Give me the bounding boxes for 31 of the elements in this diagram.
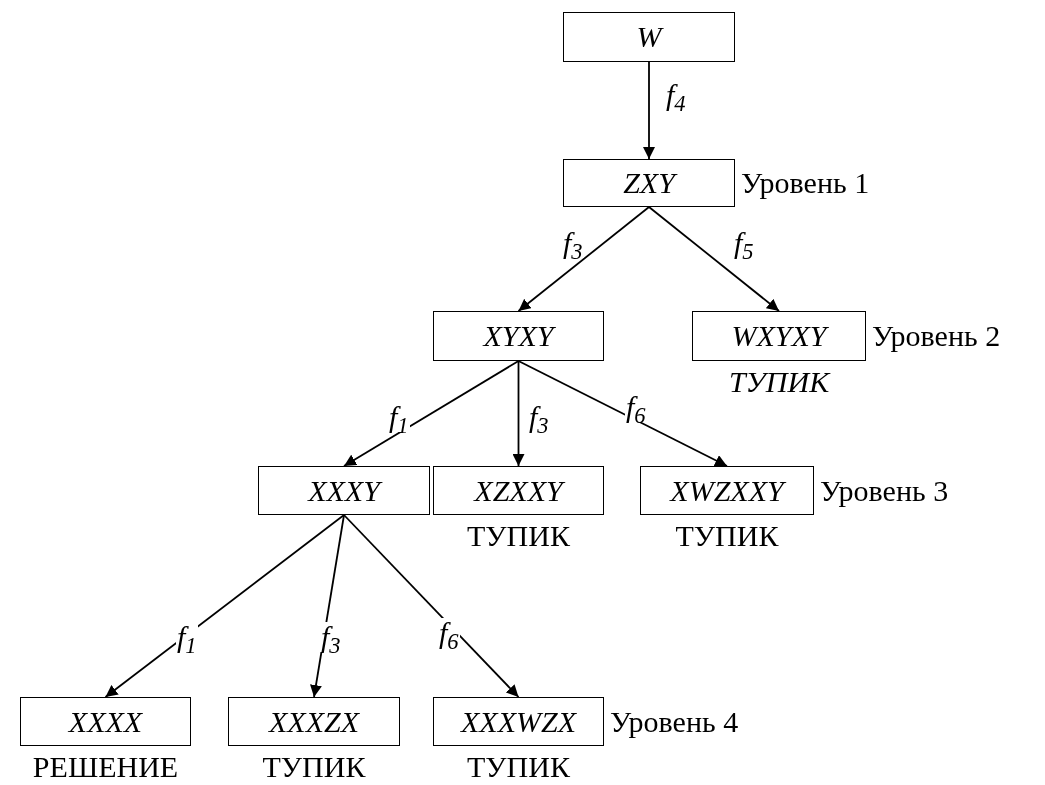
state-box: XWZXXY [640, 466, 814, 515]
state-box: XZXXY [433, 466, 604, 515]
state-box: XYXY [433, 311, 604, 361]
arrow [343, 360, 520, 467]
node-caption: ТУПИК [728, 365, 830, 399]
state-box: WXYXY [692, 311, 866, 361]
arrow [104, 514, 345, 698]
arrow [517, 206, 650, 312]
edge-label: f$_{6}$ [438, 618, 460, 648]
arrow [643, 61, 655, 160]
node-caption: Уровень 3 [820, 473, 949, 508]
arrow [343, 514, 520, 698]
node-caption: Уровень 4 [610, 704, 739, 739]
node-caption: Уровень 1 [741, 166, 870, 200]
edge-label: f$_{1}$ [176, 622, 198, 652]
arrow [517, 360, 728, 467]
state-box: XXXZX [228, 697, 400, 746]
node-caption: ТУПИК [675, 519, 779, 553]
state-box: W [563, 12, 735, 62]
edge-label: f$_{3}$ [320, 622, 342, 652]
arrow [648, 206, 780, 312]
node-caption: ТУПИК [467, 750, 570, 784]
node-caption: ТУПИК [262, 750, 366, 784]
arrow [512, 360, 525, 467]
node-caption: Уровень 2 [872, 319, 1001, 353]
state-box: XXXY [258, 466, 430, 515]
state-box: ZXY [563, 159, 735, 207]
state-box: XXXX [20, 697, 191, 746]
state-box: XXXWZX [433, 697, 604, 746]
node-caption: ТУПИК [467, 519, 570, 553]
node-caption: РЕШЕНИЕ [32, 750, 179, 784]
